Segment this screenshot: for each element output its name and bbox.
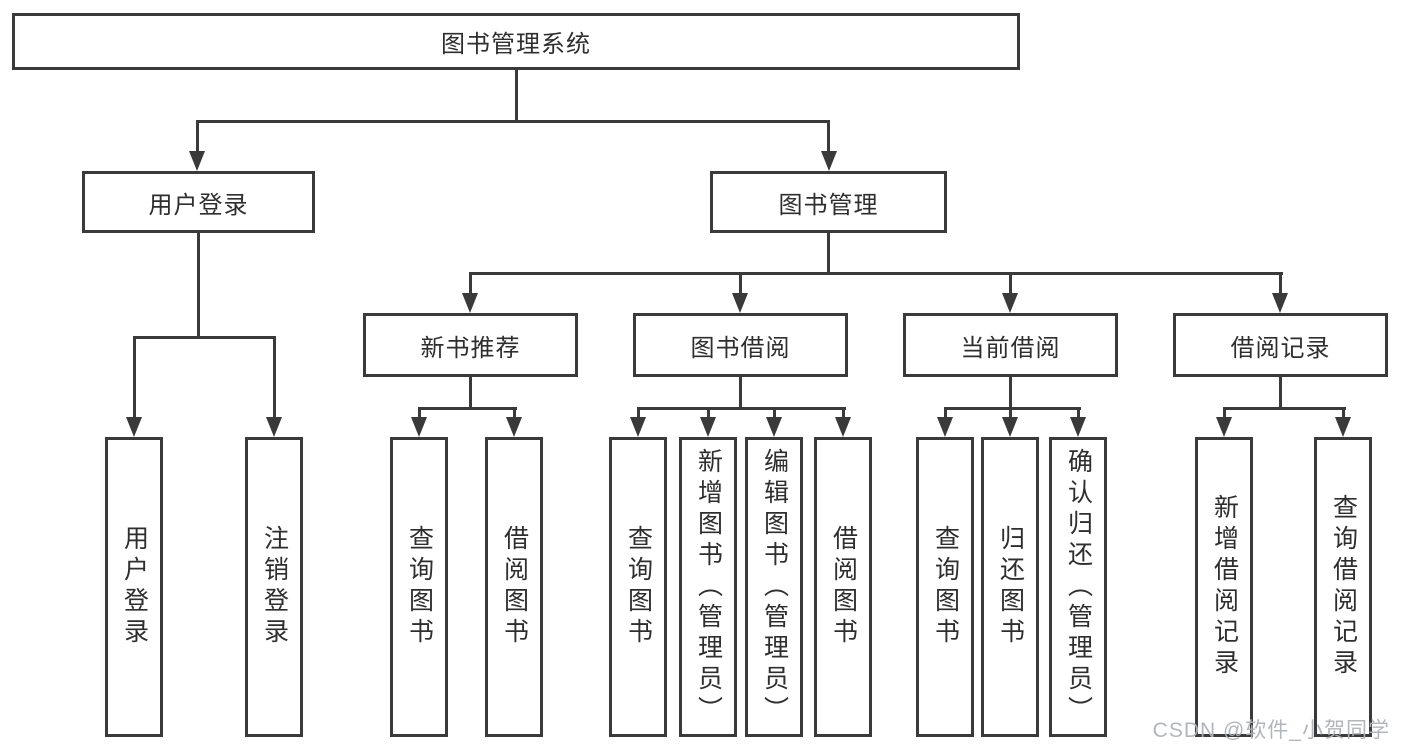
connector-root-stem: [515, 70, 518, 120]
arrow-down-icon: [821, 151, 837, 171]
leaf-query-book-2-label: 查询图书: [624, 525, 653, 649]
connector-line: [1342, 410, 1345, 417]
connector-borrow-record-stem: [1279, 377, 1282, 407]
node-borrow-record-label: 借阅记录: [1230, 334, 1331, 362]
leaf-logout-login: 注销登录: [245, 437, 303, 737]
arrow-down-icon: [700, 417, 716, 437]
arrow-down-icon: [1002, 293, 1018, 313]
connector-line: [469, 275, 472, 293]
leaf-borrow-book-1: 借阅图书: [485, 437, 543, 737]
leaf-borrow-book-2: 借阅图书: [814, 437, 872, 737]
node-new-book-recommend-label: 新书推荐: [420, 334, 521, 362]
leaf-confirm-return-admin-label: 确认归还（管理员）: [1064, 447, 1093, 727]
leaf-logout-login-label: 注销登录: [260, 525, 289, 649]
leaf-edit-book-admin-label: 编辑图书（管理员）: [760, 447, 789, 727]
node-current-borrow: 当前借阅: [903, 313, 1118, 377]
leaf-query-book-3: 查询图书: [916, 437, 974, 737]
connector-line: [773, 410, 776, 417]
node-book-management-label: 图书管理: [778, 191, 879, 219]
arrow-down-icon: [189, 151, 205, 171]
leaf-return-book: 归还图书: [981, 437, 1039, 737]
leaf-borrow-book-2-label: 借阅图书: [829, 525, 858, 649]
connector-new-book-rec-stem: [469, 377, 472, 407]
arrow-down-icon: [1335, 417, 1351, 437]
leaf-query-borrow-record-label: 查询借阅记录: [1329, 494, 1358, 680]
leaf-query-book-3-label: 查询图书: [931, 525, 960, 649]
connector-line: [944, 410, 947, 417]
connector-current-borrow-stem: [1009, 377, 1012, 407]
arrow-down-icon: [937, 417, 953, 437]
connector-line: [1223, 410, 1226, 417]
node-user-login: 用户登录: [82, 171, 315, 233]
connector-user-login-crossbar: [133, 336, 276, 339]
arrow-down-icon: [1070, 417, 1086, 437]
arrow-down-icon: [835, 417, 851, 437]
connector-line: [133, 339, 136, 417]
connector-borrow-record-crossbar: [1223, 407, 1346, 410]
arrow-down-icon: [732, 293, 748, 313]
node-user-login-label: 用户登录: [148, 191, 249, 219]
connector-line: [637, 410, 640, 417]
arrow-down-icon: [766, 417, 782, 437]
leaf-add-book-admin-label: 新增图书（管理员）: [694, 447, 723, 727]
node-current-borrow-label: 当前借阅: [960, 334, 1061, 362]
node-root: 图书管理系统: [12, 13, 1020, 70]
node-book-management: 图书管理: [710, 171, 947, 233]
connector-line: [842, 410, 845, 417]
connector-root-crossbar: [196, 120, 830, 123]
leaf-return-book-label: 归还图书: [996, 525, 1025, 649]
connector-line: [1077, 410, 1080, 417]
arrow-down-icon: [1216, 417, 1232, 437]
arrow-down-icon: [506, 417, 522, 437]
arrow-down-icon: [1002, 417, 1018, 437]
leaf-query-book-1-label: 查询图书: [405, 525, 434, 649]
node-root-label: 图书管理系统: [441, 31, 591, 58]
connector-user-login-stem: [197, 233, 200, 336]
leaf-user-login-label: 用户登录: [120, 525, 149, 649]
csdn-watermark: CSDN @软件_小贺同学: [1152, 719, 1390, 742]
connector-line: [418, 410, 421, 417]
connector-line: [1279, 275, 1282, 293]
node-borrow-record: 借阅记录: [1173, 313, 1388, 377]
node-book-borrow: 图书借阅: [633, 313, 848, 377]
connector-book-borrow-stem: [739, 377, 742, 407]
leaf-confirm-return-admin: 确认归还（管理员）: [1049, 437, 1107, 737]
arrow-down-icon: [1272, 293, 1288, 313]
leaf-query-book-2: 查询图书: [609, 437, 667, 737]
arrow-down-icon: [126, 417, 142, 437]
connector-book-mgmt-stem: [827, 233, 830, 272]
leaf-edit-book-admin: 编辑图书（管理员）: [745, 437, 803, 737]
arrow-down-icon: [266, 417, 282, 437]
connector-line: [273, 339, 276, 417]
connector-current-borrow-crossbar: [944, 407, 1081, 410]
arrow-down-icon: [630, 417, 646, 437]
connector-book-borrow-crossbar: [637, 407, 846, 410]
leaf-add-borrow-record: 新增借阅记录: [1195, 437, 1253, 737]
connector-line: [827, 123, 830, 151]
connector-line: [707, 410, 710, 417]
node-new-book-recommend: 新书推荐: [363, 313, 578, 377]
connector-new-book-rec-crossbar: [418, 407, 517, 410]
connector-line: [1009, 410, 1012, 417]
leaf-add-borrow-record-label: 新增借阅记录: [1210, 494, 1239, 680]
leaf-add-book-admin: 新增图书（管理员）: [679, 437, 737, 737]
leaf-borrow-book-1-label: 借阅图书: [500, 525, 529, 649]
arrow-down-icon: [411, 417, 427, 437]
connector-line: [513, 410, 516, 417]
leaf-query-book-1: 查询图书: [390, 437, 448, 737]
leaf-query-borrow-record: 查询借阅记录: [1314, 437, 1372, 737]
node-book-borrow-label: 图书借阅: [690, 334, 791, 362]
connector-book-mgmt-crossbar: [469, 272, 1283, 275]
connector-line: [196, 123, 199, 151]
connector-line: [739, 275, 742, 293]
connector-line: [1009, 275, 1012, 293]
arrow-down-icon: [462, 293, 478, 313]
leaf-user-login: 用户登录: [105, 437, 163, 737]
